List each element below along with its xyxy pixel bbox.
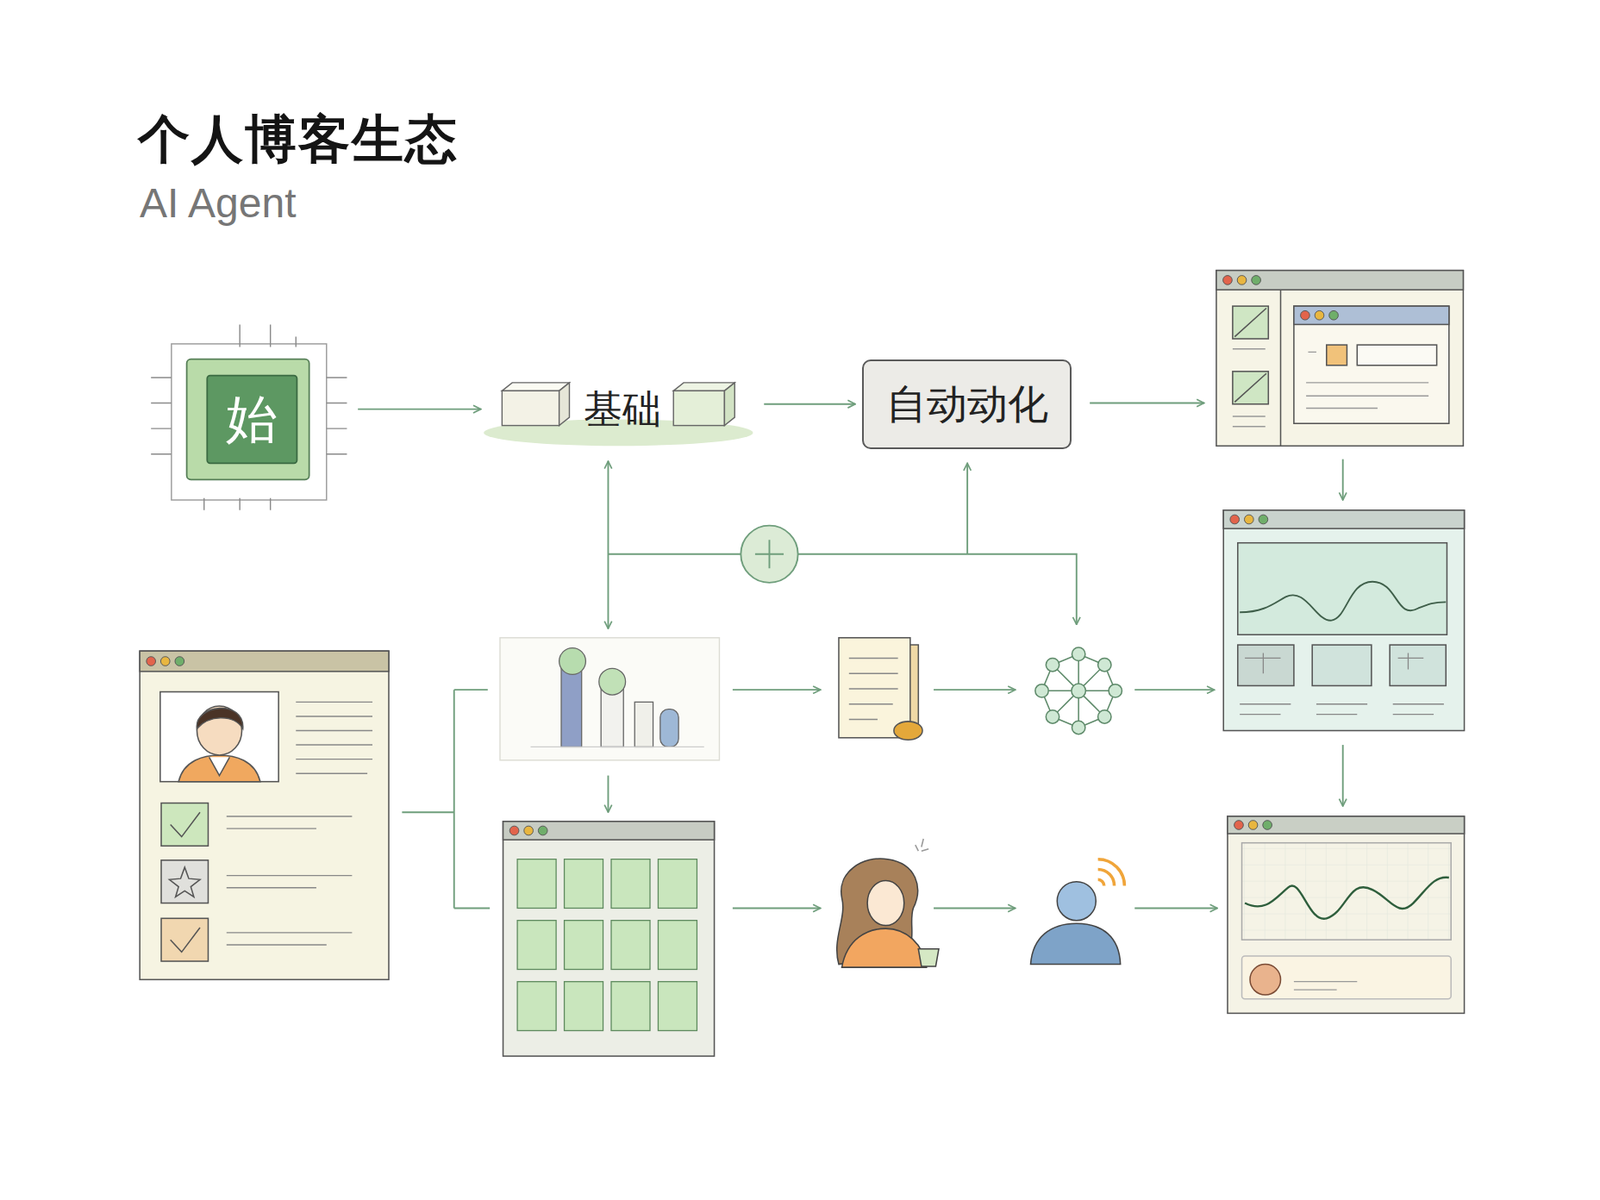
subtitle-label: AI Agent [139,179,296,227]
flow-arrow [357,408,482,411]
process-box: 自动动化 [862,359,1072,450]
flow-arrow [763,403,856,406]
node-text: 始 [225,389,278,450]
chip-node: 始 [153,333,352,506]
base-band: 基础 [487,379,757,439]
node-text: 基础 [583,387,662,432]
node-text: 自动动化 [886,381,1049,428]
diagram-title: 个人博客生态 [137,105,459,175]
